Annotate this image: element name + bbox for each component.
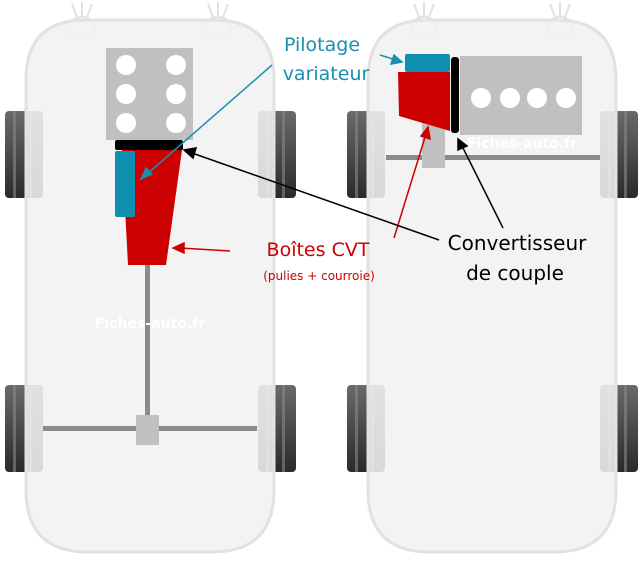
pilotage-arrow-to-left-car	[145, 64, 273, 176]
left-car-driveshaft	[145, 262, 150, 417]
cvt-label-title: Boîtes CVT	[267, 239, 370, 261]
left-car-cvt-gearbox	[122, 150, 182, 265]
cvt-arrow-to-left-car	[179, 247, 231, 252]
arrowhead-icon	[171, 241, 185, 255]
left-car-torque-converter	[115, 140, 183, 150]
cvt-arrow-to-right-car	[393, 133, 427, 239]
cvt-arrows	[171, 125, 431, 255]
right-car	[347, 2, 638, 554]
pilotage-label-line2: variateur	[283, 63, 370, 85]
left-car-watermark: Fiches-auto.fr	[95, 316, 205, 332]
right-car-watermark: Fiches-auto.fr	[467, 136, 577, 152]
right-car-cvt-control-unit	[405, 54, 450, 72]
converter-label-line2: de couple	[466, 261, 564, 285]
converter-arrow-to-left-car	[191, 152, 440, 241]
pilotage-label-line1: Pilotage	[284, 34, 360, 56]
converter-arrow-to-right-car	[461, 145, 504, 229]
left-car-engine	[106, 48, 193, 140]
left-car-cvt-control-unit	[115, 151, 135, 217]
left-car-differential	[136, 415, 159, 445]
right-car-cvt-gearbox	[398, 72, 450, 131]
arrowhead-icon	[389, 53, 404, 65]
arrowhead-icon	[182, 147, 198, 160]
pilotage-arrows	[139, 53, 404, 181]
right-car-engine	[460, 56, 582, 135]
arrowhead-icon	[457, 137, 469, 152]
arrowhead-icon	[419, 125, 431, 141]
left-car	[5, 2, 296, 554]
arrowhead-icon	[139, 166, 154, 181]
cvt-label-subtitle: (pulies + courroie)	[263, 269, 375, 283]
converter-label-line1: Convertisseur	[448, 231, 587, 255]
right-car-torque-converter	[451, 57, 459, 133]
converter-arrows	[182, 137, 504, 241]
right-car-front-axle	[386, 155, 600, 160]
